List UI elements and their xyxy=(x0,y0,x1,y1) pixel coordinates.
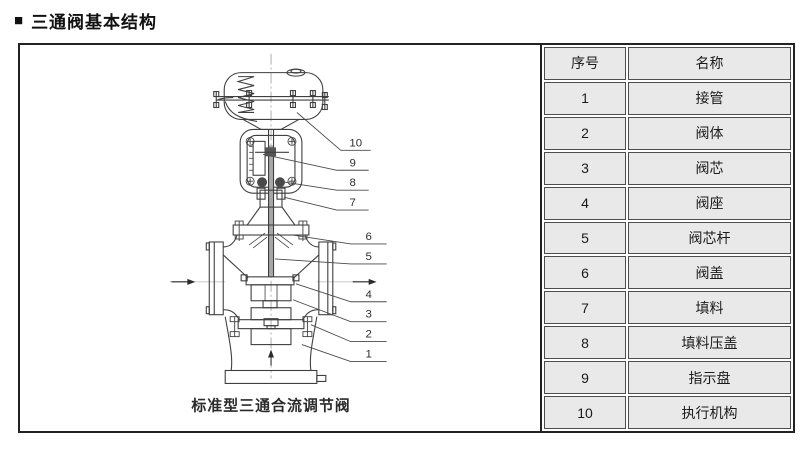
table-row: 4 阀座 xyxy=(544,186,791,220)
row-name-cell: 填料压盖 xyxy=(628,326,791,360)
diagram-area: 10 9 8 7 6 5 4 xyxy=(20,45,540,431)
bottom-flange-drawing xyxy=(229,316,313,346)
flow-arrow-right-icon xyxy=(352,278,377,285)
row-name-cell: 阀盖 xyxy=(628,256,791,290)
callout-8: 8 xyxy=(284,177,369,191)
table-row: 9 指示盘 xyxy=(544,361,791,395)
callout-label-1: 1 xyxy=(365,349,371,361)
callout-10: 10 xyxy=(296,112,371,151)
bottom-pipe-drawing xyxy=(224,316,327,384)
callout-9: 9 xyxy=(262,153,369,171)
callout-5: 5 xyxy=(274,251,387,265)
callout-4: 4 xyxy=(295,283,387,303)
table-row: 10 执行机构 xyxy=(544,396,791,429)
table-row: 5 阀芯杆 xyxy=(544,221,791,255)
callout-label-6: 6 xyxy=(365,231,371,243)
row-num-cell: 10 xyxy=(544,396,626,429)
parts-table: 序号 名称 1 接管 2 阀体 3 阀芯 4 阀座 5 阀芯杆 xyxy=(540,45,793,431)
callout-7: 7 xyxy=(283,196,369,211)
row-name-cell: 填料 xyxy=(628,291,791,325)
indicator-plate-drawing xyxy=(249,140,289,176)
table-row: 3 阀芯 xyxy=(544,151,791,185)
valve-trim-drawing xyxy=(240,274,300,321)
row-num-cell: 1 xyxy=(544,81,626,115)
row-num-cell: 3 xyxy=(544,151,626,185)
callout-label-2: 2 xyxy=(365,329,371,341)
row-name-cell: 阀芯杆 xyxy=(628,221,791,255)
flow-arrow-bottom-icon xyxy=(268,349,275,366)
callout-1: 1 xyxy=(301,344,387,362)
callout-label-3: 3 xyxy=(365,309,371,321)
row-name-cell: 阀芯 xyxy=(628,151,791,185)
table-row: 6 阀盖 xyxy=(544,256,791,290)
actuator-flange-bolts xyxy=(213,90,328,111)
row-num-cell: 4 xyxy=(544,186,626,220)
row-num-cell: 6 xyxy=(544,256,626,290)
page-title: ■ 三通阀基本结构 xyxy=(14,8,157,33)
callout-label-4: 4 xyxy=(365,289,372,301)
packing-drawing xyxy=(246,177,296,226)
row-name-cell: 接管 xyxy=(628,81,791,115)
row-name-cell: 阀座 xyxy=(628,186,791,220)
callout-label-8: 8 xyxy=(350,177,356,189)
flow-arrow-left-icon xyxy=(171,278,196,285)
bonnet-drawing xyxy=(232,220,310,249)
table-header-num: 序号 xyxy=(544,47,626,80)
table-header-name: 名称 xyxy=(628,47,791,80)
content-frame: 10 9 8 7 6 5 4 xyxy=(18,43,795,433)
spring-drawing xyxy=(236,76,255,114)
table-row: 7 填料 xyxy=(544,291,791,325)
callout-6: 6 xyxy=(292,231,387,245)
row-name-cell: 阀体 xyxy=(628,116,791,150)
row-num-cell: 2 xyxy=(544,116,626,150)
diagram-caption: 标准型三通合流调节阀 xyxy=(190,396,350,414)
yoke-bolts xyxy=(245,136,297,186)
actuator-drawing xyxy=(213,68,329,130)
valve-diagram: 10 9 8 7 6 5 4 xyxy=(169,53,387,414)
title-marker-icon: ■ xyxy=(14,12,25,29)
page-title-text: 三通阀基本结构 xyxy=(31,13,158,32)
row-num-cell: 8 xyxy=(544,326,626,360)
valve-body-drawing xyxy=(205,234,337,320)
row-num-cell: 5 xyxy=(544,221,626,255)
row-name-cell: 执行机构 xyxy=(628,396,791,429)
row-num-cell: 7 xyxy=(544,291,626,325)
callout-2: 2 xyxy=(310,324,387,343)
callout-label-10: 10 xyxy=(349,137,362,149)
callout-label-9: 9 xyxy=(350,157,356,169)
callout-3: 3 xyxy=(292,299,387,323)
row-num-cell: 9 xyxy=(544,361,626,395)
bonnet-hatching xyxy=(248,232,294,249)
table-row: 1 接管 xyxy=(544,81,791,115)
row-name-cell: 指示盘 xyxy=(628,361,791,395)
table-row: 2 阀体 xyxy=(544,116,791,150)
callout-label-7: 7 xyxy=(350,197,356,209)
table-row: 8 填料压盖 xyxy=(544,326,791,360)
table-header-row: 序号 名称 xyxy=(544,47,791,80)
callout-label-5: 5 xyxy=(365,251,371,263)
